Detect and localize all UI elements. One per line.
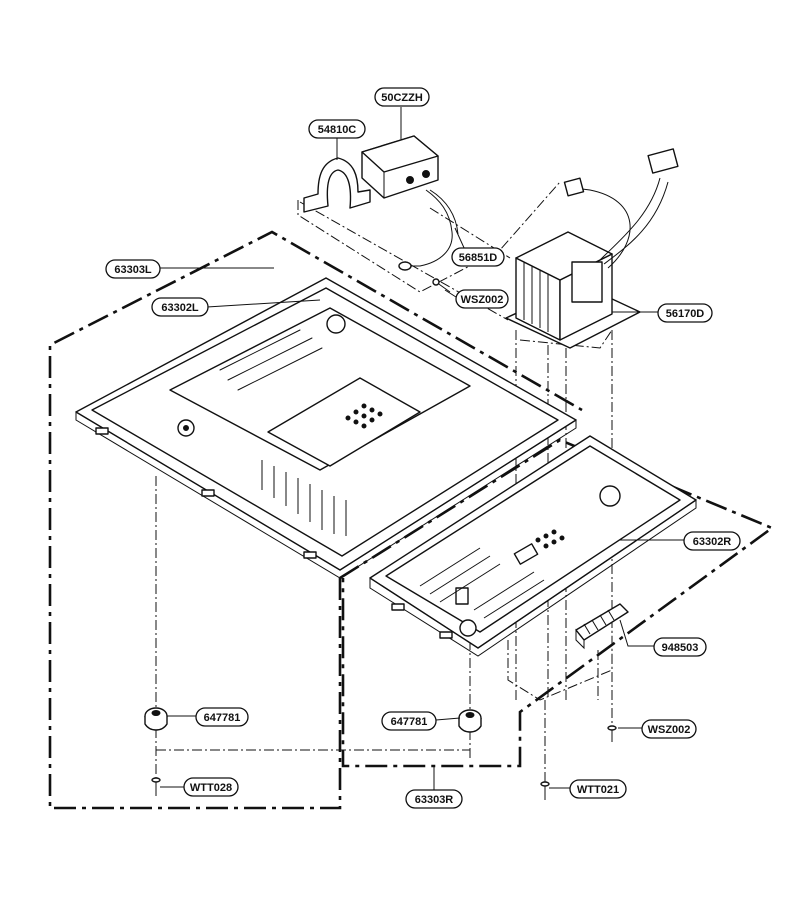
capacitor-clamp [303, 157, 371, 213]
callout-label: WTT021 [577, 784, 619, 796]
foot-right [458, 709, 482, 733]
assembly-boundary-right [339, 438, 775, 768]
callout-56851D: 56851D [451, 247, 505, 267]
callout-63303L: 63303L [105, 259, 161, 279]
callout-label: 56170D [666, 308, 705, 320]
callout-label: 50CZZH [381, 92, 423, 104]
foot-left [144, 707, 168, 731]
callout-647781-left: 647781 [195, 707, 249, 727]
callout-label: 948503 [662, 642, 699, 654]
callout-label: WSZ002 [461, 294, 504, 306]
gasket-strip [575, 603, 629, 650]
vent-slots-top [219, 329, 323, 391]
vent-grid-right [535, 529, 565, 549]
callout-label: 63302R [693, 536, 732, 548]
callout-WSZ002-top: WSZ002 [455, 289, 509, 309]
callout-647781-right: 647781 [381, 711, 437, 731]
callout-56170D: 56170D [657, 303, 713, 323]
callout-label: WSZ002 [648, 724, 691, 736]
assembly-boundary-left [48, 230, 583, 810]
screw-top [432, 278, 451, 293]
callout-label: 647781 [204, 712, 241, 724]
callout-label: 63303R [415, 794, 454, 806]
callout-63303R: 63303R [405, 789, 463, 809]
base-plate-right [369, 435, 697, 657]
vent-grid [345, 403, 383, 429]
callout-label: WTT028 [190, 782, 232, 794]
callout-63302R: 63302R [683, 531, 741, 551]
callout-50CZZH: 50CZZH [374, 87, 430, 107]
callout-WTT021: WTT021 [569, 779, 627, 799]
callout-label: 63302L [161, 302, 199, 314]
capacitor [361, 135, 459, 271]
vent-slots-side [261, 460, 347, 536]
callout-label: 63303L [114, 264, 152, 276]
callout-54810C: 54810C [308, 119, 366, 139]
screw-wtt021 [540, 781, 550, 800]
screw-wsz002-right [607, 725, 617, 742]
callout-label: 56851D [459, 252, 498, 264]
callout-WSZ002-right: WSZ002 [641, 719, 697, 739]
vent-slots-right [419, 547, 545, 619]
base-plate-left [75, 277, 577, 579]
callout-63302L: 63302L [151, 297, 209, 317]
callout-948503: 948503 [653, 637, 707, 657]
leader-lines [160, 107, 684, 790]
transformer [505, 148, 679, 349]
screw-wtt028 [151, 777, 161, 796]
callout-label: 647781 [391, 716, 428, 728]
callout-label: 54810C [318, 124, 357, 136]
callout-WTT028: WTT028 [183, 777, 239, 797]
